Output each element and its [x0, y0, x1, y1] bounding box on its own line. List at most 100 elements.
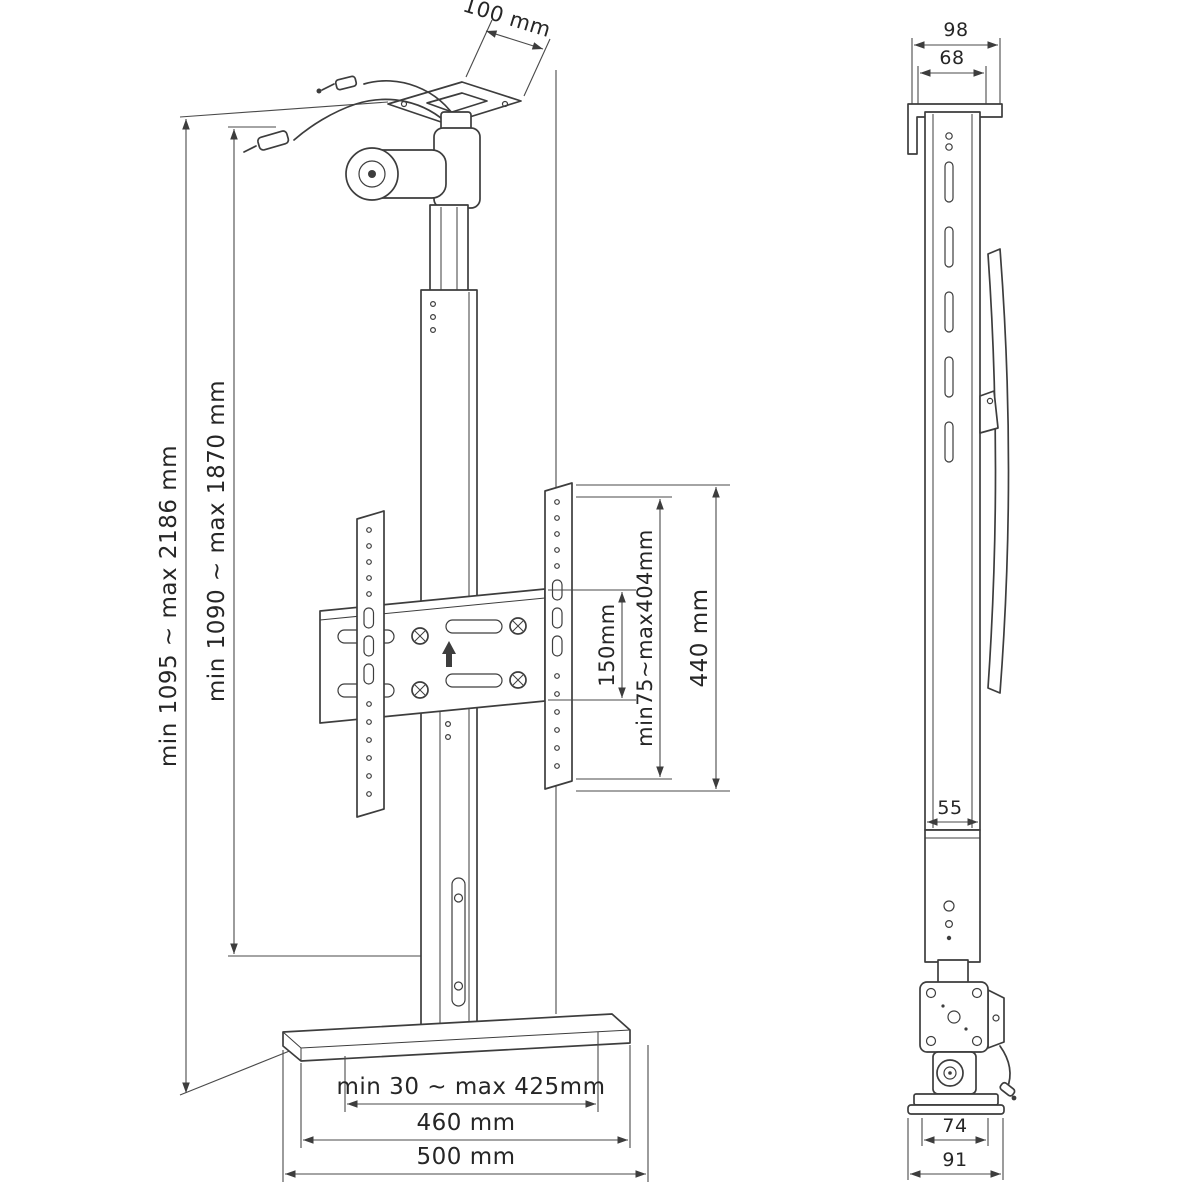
column-slot: [944, 226, 954, 268]
gearbox-shaft: [947, 1010, 961, 1024]
base-plate-lower: [907, 1104, 1005, 1115]
mounting-hole: [501, 100, 509, 108]
column-slot: [944, 291, 954, 333]
column-side: [924, 111, 981, 963]
slot-hole: [453, 893, 464, 903]
rail-hole: [554, 763, 560, 769]
column-lower-tube: [924, 829, 981, 963]
extension-line: [523, 38, 551, 97]
gearbox-dot: [964, 1027, 968, 1031]
dim-500mm: 500 mm: [282, 1045, 649, 1182]
dim-100mm-label: 100 mm: [460, 0, 554, 42]
motor-face-center: [948, 1071, 952, 1075]
dim-91-label: 91: [942, 1149, 967, 1171]
dim-74: 74: [921, 1115, 989, 1146]
floor-plate: [282, 1013, 631, 1062]
rail-slot: [363, 663, 375, 685]
control-connector: [334, 75, 358, 91]
tab-hole: [986, 397, 994, 405]
vesa-bracket: [319, 482, 573, 818]
rail-hole: [554, 563, 560, 569]
rail-hole: [366, 737, 372, 743]
screw-cross: [414, 684, 426, 696]
panel-mount-tab: [979, 390, 999, 434]
vesa-screw: [509, 671, 527, 689]
extension-line: [179, 1049, 293, 1096]
dim-55-label: 55: [937, 797, 962, 819]
motor-flange-inner: [358, 160, 386, 188]
dim-440mm: 440 mm: [576, 484, 730, 792]
vesa-slot: [445, 619, 503, 634]
gearbox-bolt: [971, 1035, 983, 1047]
rail-hole: [366, 543, 372, 549]
inner-column-upper: [429, 204, 469, 294]
gearbox-dot: [941, 1004, 945, 1008]
column-hole: [430, 301, 437, 308]
vesa-screw: [411, 681, 429, 699]
up-arrow-icon: [442, 641, 456, 654]
side-view: 98 68: [907, 19, 1017, 1180]
slot-hole: [453, 981, 464, 991]
rail-hole: [366, 527, 372, 533]
dim-150mm-label: 150mm: [595, 603, 619, 687]
dim-460mm-label: 460 mm: [416, 1110, 515, 1136]
motor-assembly: [243, 75, 481, 209]
rail-hole: [366, 773, 372, 779]
rail-slot: [363, 635, 375, 657]
rail-hole: [366, 701, 372, 707]
rail-hole: [366, 791, 372, 797]
dim-base-clearance: min 30 ~ max 425mm: [337, 1032, 606, 1112]
dim-total-height: min 1095 ~ max 2186 mm: [156, 101, 389, 1096]
column-hole: [945, 132, 953, 140]
dim-460mm: 460 mm: [300, 1045, 631, 1148]
dim-98: 98: [911, 19, 1001, 106]
rail-slot: [363, 607, 375, 629]
rail-hole: [554, 499, 560, 505]
floor-plate-body: [282, 1013, 631, 1062]
dim-lift-height-label: min 1090 ~ max 1870 mm: [204, 380, 230, 702]
release-handle: [999, 1081, 1016, 1097]
rail-slot: [551, 607, 563, 629]
power-cable: [293, 98, 451, 141]
base-plate-side: [907, 1093, 1005, 1115]
dim-68-label: 68: [939, 47, 964, 69]
gearbox-bolt: [925, 1035, 937, 1047]
dim-440mm-label: 440 mm: [687, 588, 713, 687]
dim-base-clearance-label: min 30 ~ max 425mm: [337, 1074, 606, 1100]
handle-tip: [1011, 1095, 1017, 1101]
power-plug-tip: [243, 145, 257, 153]
rail-hole: [554, 745, 560, 751]
rail-slot: [551, 635, 563, 657]
column-hole: [430, 327, 437, 334]
dim-bracket-travel: min75~max404mm: [576, 496, 672, 780]
screw-cross: [414, 630, 426, 642]
column-hole: [946, 935, 952, 941]
ceiling-plate: [387, 81, 522, 125]
rail-hole: [554, 709, 560, 715]
actuator-side-plate: [987, 989, 1005, 1049]
connector-tip: [316, 88, 322, 94]
column-hole: [945, 143, 953, 151]
screw-cross: [512, 620, 524, 632]
rail-hole: [366, 559, 372, 565]
column-slot: [451, 877, 466, 1007]
rail-hole: [366, 591, 372, 597]
motor-face-inner: [943, 1066, 957, 1080]
rail-hole: [554, 691, 560, 697]
rail-hole: [554, 515, 560, 521]
vesa-slot: [445, 673, 503, 688]
floor-plate-edges: [282, 1029, 631, 1061]
motor-shaft: [368, 170, 376, 178]
column-hole: [944, 919, 953, 928]
up-arrow-stem: [446, 654, 452, 667]
vesa-screw: [411, 627, 429, 645]
rail-hole: [366, 575, 372, 581]
dim-500mm-label: 500 mm: [416, 1144, 515, 1170]
rail-hole: [554, 531, 560, 537]
plate-bolt: [992, 1014, 1000, 1022]
column-hole: [430, 314, 437, 321]
extension-line: [465, 19, 493, 78]
dim-55: 55: [927, 797, 978, 826]
dim-total-height-label: min 1095 ~ max 2186 mm: [156, 445, 182, 767]
